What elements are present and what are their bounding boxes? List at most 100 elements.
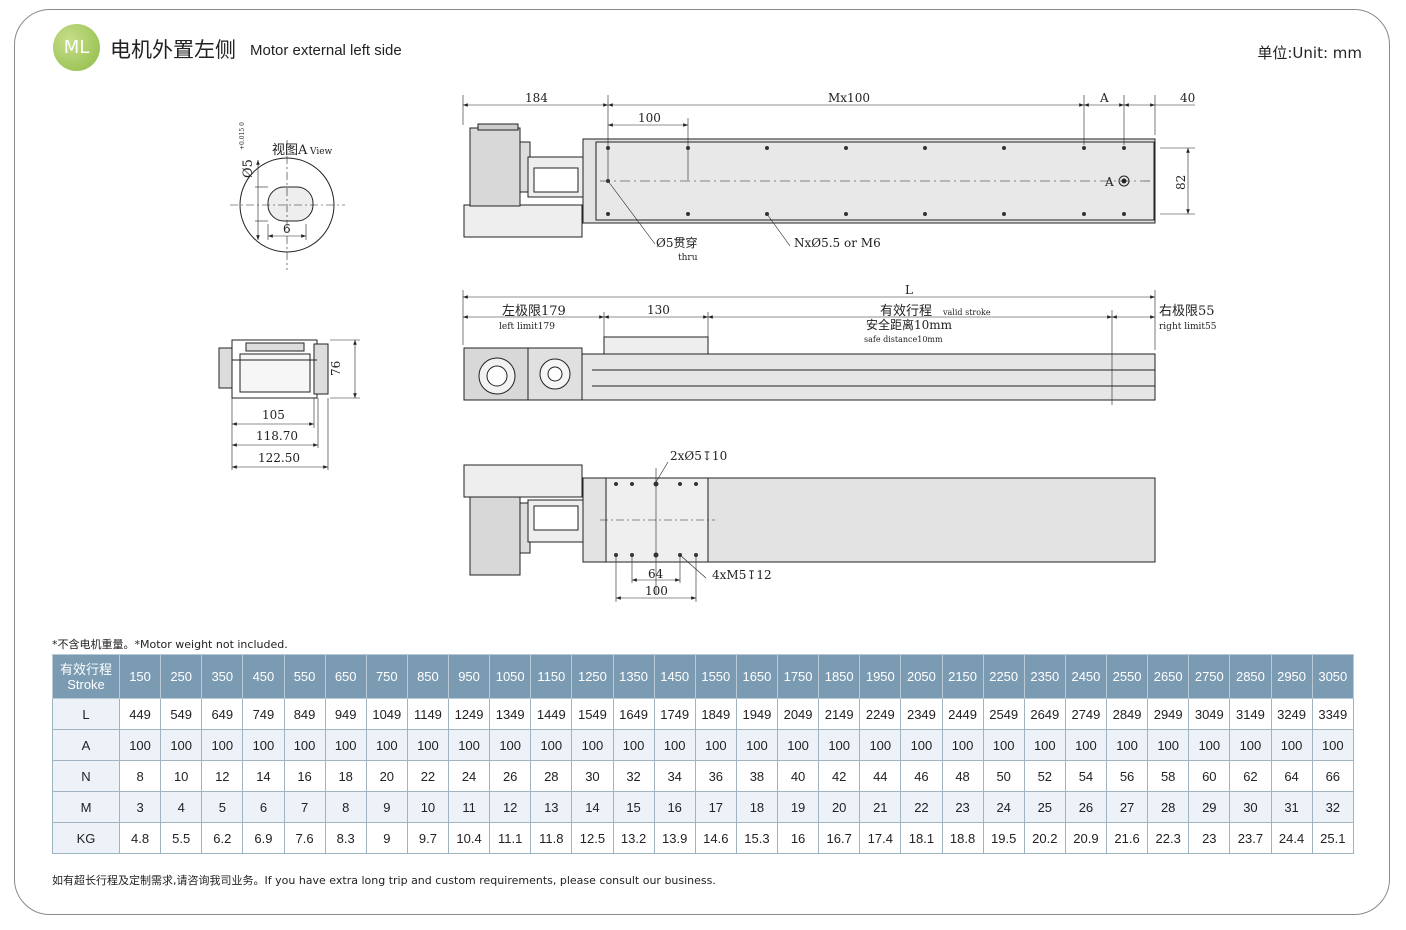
table-cell: 12 [201,760,244,792]
table-cell: 6 [242,791,285,823]
series-badge: ML [53,24,100,71]
stroke-col-header: 1550 [694,654,737,699]
side-safe-cn: 安全距离10mm [866,317,953,332]
bottom-view-drawing [463,461,1156,602]
table-cell: 2449 [941,698,984,730]
table-cell: 100 [1147,729,1190,761]
table-cell: 24 [447,760,491,792]
stroke-col-header: 1750 [776,654,820,699]
table-cell: 100 [283,729,326,761]
table-cell: 449 [118,698,162,730]
table-cell: 5.5 [160,822,203,854]
table-cell: 66 [1311,760,1355,792]
table-cell: 22 [900,791,943,823]
table-cell: 29 [1188,791,1231,823]
table-cell: 849 [283,698,326,730]
table-cell: 100 [1311,729,1355,761]
table-cell: 14 [571,791,614,823]
table-cell: 44 [859,760,902,792]
side-view-drawing [462,290,1156,405]
table-cell: 50 [982,760,1025,792]
table-cell: 8.3 [324,822,367,854]
side-safe-en: safe distance10mm [864,335,943,344]
side-dim-l: L [905,283,913,297]
table-cell: 23 [1188,822,1231,854]
top-dim-100: 100 [638,111,661,125]
stroke-col-header: 550 [283,654,326,699]
table-cell: 1349 [489,698,532,730]
table-cell: 28 [1147,791,1190,823]
table-cell: 2249 [859,698,902,730]
table-cell: 100 [612,729,655,761]
table-cell: 1549 [571,698,614,730]
table-cell: 64 [1270,760,1313,792]
table-cell: 9.7 [406,822,450,854]
view-a-label-cn: 视图A [272,143,308,158]
top-view-holes [606,146,1126,216]
table-cell: 6.9 [242,822,285,854]
table-cell: 100 [1229,729,1272,761]
table-cell: 100 [571,729,614,761]
table-cell: 28 [530,760,573,792]
stroke-col-header: 350 [201,654,244,699]
table-cell: 60 [1188,760,1231,792]
table-cell: 21.6 [1105,822,1149,854]
table-cell: 3349 [1311,698,1355,730]
table-cell: 100 [406,729,450,761]
stroke-col-header: 2850 [1229,654,1272,699]
table-cell: 30 [571,760,614,792]
table-cell: 11.8 [530,822,573,854]
table-cell: 26 [1064,791,1108,823]
footer-note: 如有超长行程及定制需求,请咨询我司业务。If you have extra lo… [52,874,716,887]
table-cell: 949 [324,698,367,730]
table-cell: 20 [365,760,408,792]
table-cell: 12.5 [571,822,614,854]
page-frame [14,9,1390,915]
top-hole-thru-en: thru [678,253,698,263]
stroke-col-header: 2050 [900,654,943,699]
table-cell: 100 [982,729,1025,761]
table-cell: 15 [612,791,655,823]
table-cell: 9 [365,791,408,823]
table-cell: 13.2 [612,822,655,854]
table-cell: 100 [653,729,696,761]
table-cell: 25 [1023,791,1066,823]
table-cell: 8 [324,791,367,823]
stroke-col-header: 1150 [530,654,573,699]
view-a-dia: Ø5 [241,159,256,178]
table-cell: 30 [1229,791,1272,823]
table-cell: 100 [118,729,162,761]
table-cell: 1649 [612,698,655,730]
top-dim-40: 40 [1180,91,1195,105]
table-cell: 38 [735,760,779,792]
weight-note: *不含电机重量。*Motor weight not included. [52,638,288,651]
stroke-col-header: 850 [406,654,450,699]
table-cell: 58 [1147,760,1190,792]
table-cell: 100 [324,729,367,761]
table-cell: 1949 [735,698,779,730]
table-cell: 6.2 [201,822,244,854]
side-left-limit-cn: 左极限179 [502,304,566,319]
top-mark-a: A [1104,175,1114,189]
table-cell: 26 [489,760,532,792]
table-cell: 100 [941,729,984,761]
end-view-dim-122: 122.50 [258,451,300,465]
stroke-col-header: 1850 [818,654,861,699]
table-cell: 100 [160,729,203,761]
table-cell: 100 [530,729,573,761]
stroke-col-header: 2250 [982,654,1025,699]
table-cell: 46 [900,760,943,792]
side-dim-130: 130 [647,303,670,317]
table-cell: 15.3 [735,822,779,854]
table-cell: 100 [818,729,861,761]
table-cell: 18.1 [900,822,943,854]
stroke-col-header: 1650 [735,654,779,699]
table-cell: 42 [818,760,861,792]
table-cell: 100 [201,729,244,761]
row-label: A [52,729,120,761]
stroke-col-header: 2750 [1188,654,1231,699]
